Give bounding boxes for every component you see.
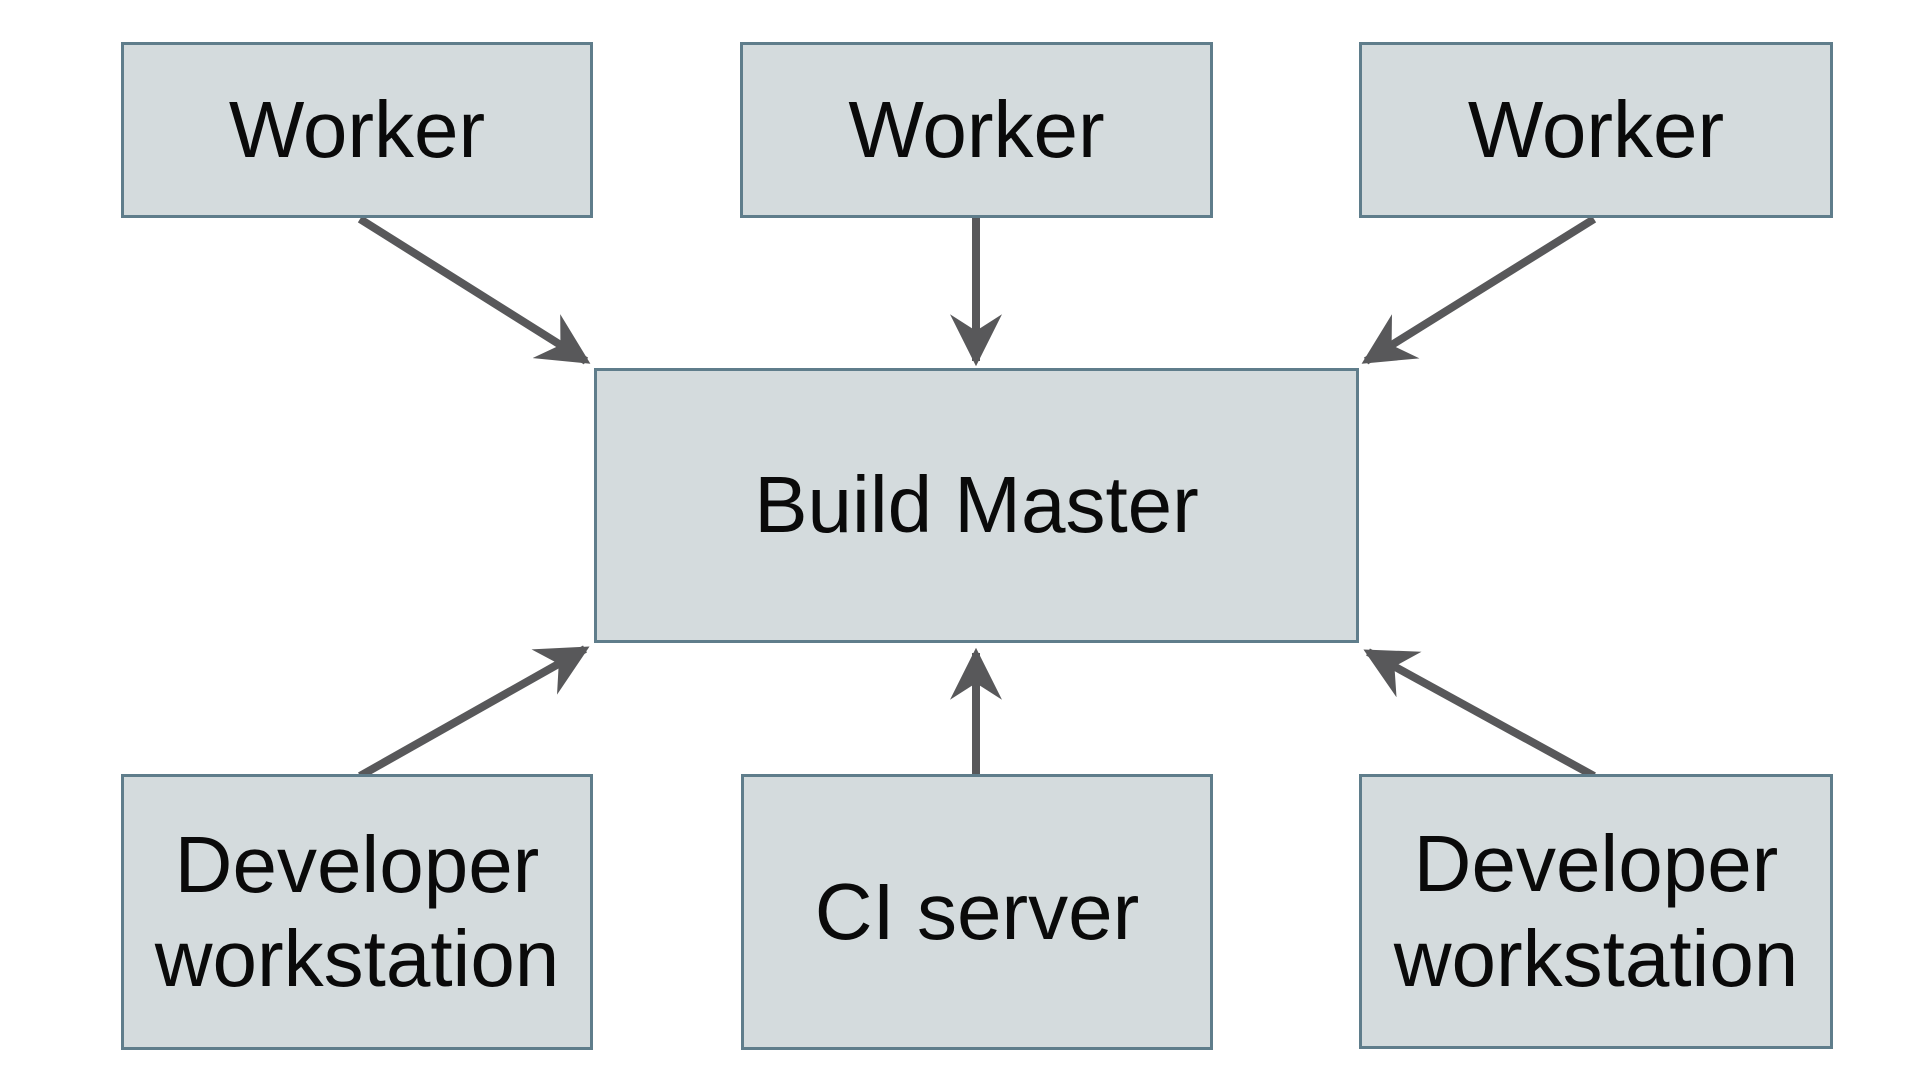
node-developer-workstation-right: Developer workstation <box>1359 774 1833 1049</box>
node-worker-1: Worker <box>121 42 593 218</box>
node-build-master: Build Master <box>594 368 1359 643</box>
node-ci-server: CI server <box>741 774 1213 1050</box>
node-developer-workstation-left: Developer workstation <box>121 774 593 1050</box>
arrow-worker-3-to-build-master <box>1361 215 1597 365</box>
node-worker-3: Worker <box>1359 42 1833 218</box>
node-worker-3-label: Worker <box>1467 84 1725 174</box>
arrow-dev-right-to-build-master <box>1363 648 1596 780</box>
node-ci-server-label: CI server <box>814 866 1140 956</box>
node-developer-workstation-right-label: Developer workstation <box>1393 819 1799 1003</box>
node-worker-1-label: Worker <box>228 84 486 174</box>
arrow-worker-1-to-build-master <box>357 215 591 365</box>
arrow-dev-left-to-build-master <box>358 645 590 780</box>
node-developer-workstation-left-label: Developer workstation <box>154 819 560 1003</box>
node-build-master-label: Build Master <box>754 460 1199 550</box>
node-worker-2: Worker <box>740 42 1213 218</box>
node-worker-2-label: Worker <box>848 84 1105 174</box>
